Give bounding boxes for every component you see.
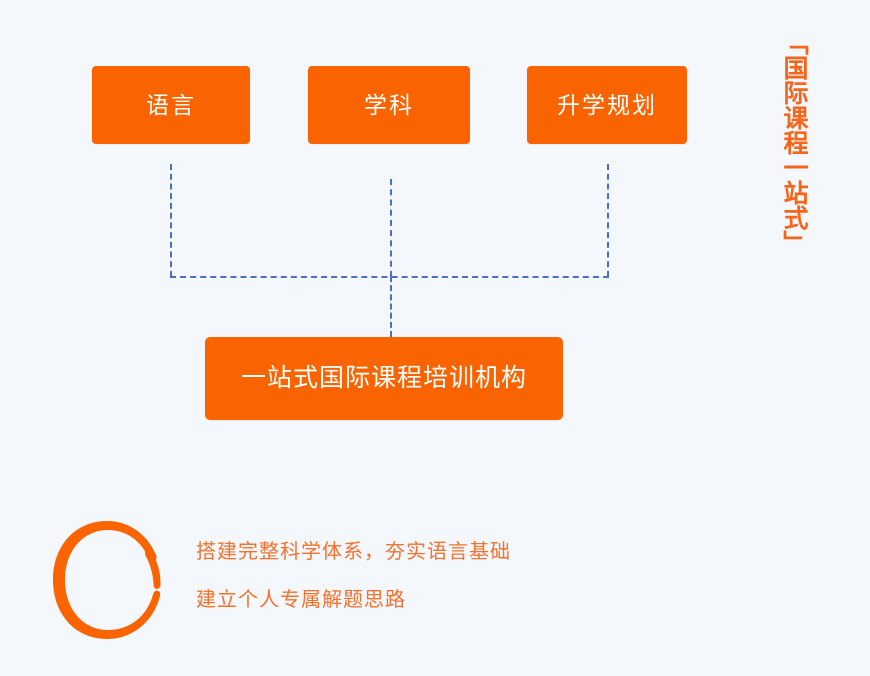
description-line-1: 搭建完整科学体系，夯实语言基础 (196, 541, 511, 563)
brush-ring-o-logo-icon (48, 518, 168, 642)
summary-box-label: 一站式国际课程培训机构 (240, 364, 527, 392)
category-box-subject-label: 学科 (364, 91, 414, 118)
category-box-planning[interactable]: 升学规划 (527, 66, 687, 144)
description-block: 搭建完整科学体系，夯实语言基础 建立个人专属解题思路 (196, 528, 616, 624)
connector-line-left-vertical (170, 164, 172, 277)
category-box-language-label: 语言 (146, 91, 196, 118)
connector-line-center-upper (390, 179, 392, 277)
connector-line-right-vertical (607, 164, 609, 277)
summary-box[interactable]: 一站式国际课程培训机构 (205, 337, 563, 420)
category-box-planning-label: 升学规划 (557, 91, 657, 118)
description-line-2: 建立个人专属解题思路 (196, 589, 406, 611)
vertical-slogan: 「国际课程一站式」 (780, 30, 808, 255)
connector-line-center-lower (390, 276, 392, 337)
connector-line-horizontal-bus (170, 276, 609, 278)
category-box-subject[interactable]: 学科 (308, 66, 470, 144)
category-box-language[interactable]: 语言 (92, 66, 250, 144)
